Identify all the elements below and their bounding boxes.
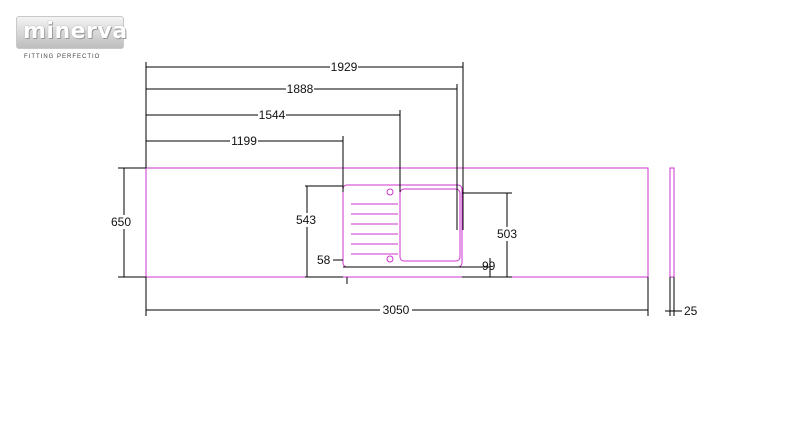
logo-wordmark: minerva [23, 19, 128, 44]
dim-1888: 1888 [287, 82, 314, 96]
dimension-lines [118, 62, 682, 316]
worktop-plan [145, 167, 649, 278]
sink-cutout [342, 184, 463, 268]
worktop-side-profile [669, 167, 675, 278]
minerva-logo: minerva [16, 16, 127, 49]
tap-hole-bottom [386, 255, 394, 263]
drainer-grooves [351, 203, 398, 255]
dim-650: 650 [111, 215, 131, 229]
dim-99: 99 [482, 259, 496, 273]
dim-1544: 1544 [259, 108, 286, 122]
dim-503: 503 [497, 227, 517, 241]
logo-tagline: FITTING PERFECTIO [24, 54, 101, 60]
dim-1929: 1929 [331, 60, 358, 74]
dimension-labels: 1929 1888 1544 1199 650 543 503 58 99 30… [108, 60, 698, 318]
dim-1199: 1199 [231, 134, 257, 148]
dim-25: 25 [684, 304, 698, 318]
sink-bowl [399, 188, 461, 262]
dim-58: 58 [317, 253, 331, 267]
tap-hole-top [386, 188, 394, 196]
dim-543: 543 [296, 213, 316, 227]
dim-3050: 3050 [383, 303, 410, 317]
worktop-outline [145, 167, 675, 278]
sink-outer [342, 184, 463, 268]
logo-badge: minerva [16, 16, 127, 49]
